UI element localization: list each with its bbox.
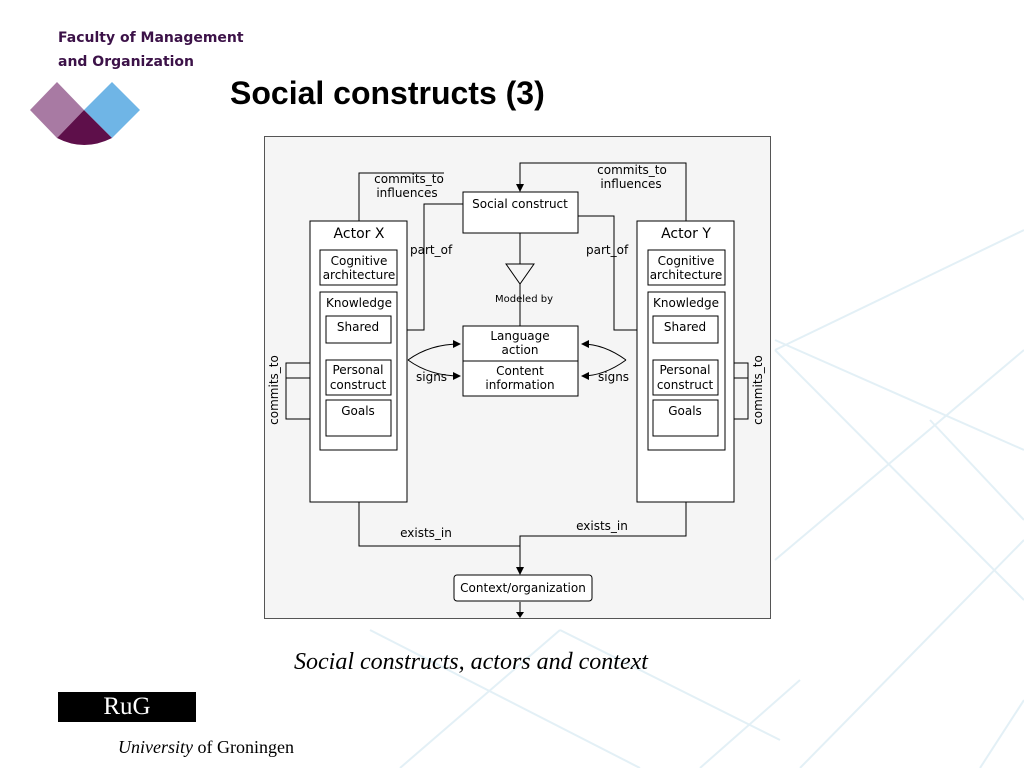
commits-to-left-label: commits_to — [374, 172, 444, 186]
logo-center-triangle — [57, 110, 112, 138]
rug-logo-text: RuG — [103, 693, 151, 720]
signs-right-lower-curve — [581, 359, 627, 380]
actor-x-shared-box — [325, 315, 392, 344]
signs-right-label: signs — [598, 370, 629, 384]
social-construct-label: Social construct — [472, 197, 568, 211]
content-information-box — [462, 360, 579, 397]
influences-left-label: influences — [376, 186, 437, 200]
actor-x-personal-box — [325, 359, 392, 396]
actor-y-architecture-label: architecture — [650, 268, 723, 282]
commits-to-vertical-left-label: commits_to — [267, 355, 281, 425]
actor-y-personal-box — [652, 359, 719, 396]
actor-y-construct-label: construct — [657, 378, 714, 392]
modeled-by-label: Modeled by — [495, 294, 553, 305]
actor-x-label: Actor X — [334, 226, 385, 242]
exists-in-left-line — [358, 502, 520, 547]
commits-to-vertical-right-label: commits_to — [751, 355, 765, 425]
exists-in-right-line — [516, 502, 687, 575]
actor-x-shared-label: Shared — [337, 320, 379, 334]
figure-caption: Social constructs, actors and context — [294, 649, 648, 675]
actor-y-shared-box — [652, 315, 719, 344]
part-of-right-label: part_of — [586, 243, 629, 257]
faculty-logo — [30, 82, 140, 145]
part-of-left-label: part_of — [410, 243, 453, 257]
actor-y-knowledge-label: Knowledge — [653, 296, 719, 310]
university-word: University — [118, 737, 193, 757]
action-label: action — [502, 343, 539, 357]
actor-x-goals-box — [325, 399, 392, 437]
information-label: information — [485, 378, 554, 392]
actor-x-cognitive-box — [319, 249, 398, 286]
actor-x-personal-label: Personal — [332, 363, 383, 377]
logo-bottom-arc — [57, 138, 112, 145]
university-name: University of Groningen — [118, 737, 294, 758]
commits-to-left-lower-loop — [285, 362, 327, 423]
actor-y-cognitive-box — [647, 249, 726, 286]
faculty-line-2: and Organization — [58, 54, 195, 70]
exists-in-left-label: exists_in — [400, 526, 452, 540]
modeled-by-triangle — [505, 263, 535, 285]
language-action-box — [462, 325, 579, 362]
actor-y-goals-label: Goals — [668, 404, 702, 418]
social-construct-box — [462, 191, 579, 234]
university-rest: of Groningen — [192, 737, 294, 757]
context-organization-box — [453, 574, 593, 602]
part-of-right-arrow — [578, 215, 650, 334]
commits-to-influences-right-line — [516, 162, 687, 221]
rug-logo: RuG — [58, 692, 196, 722]
commits-to-influences-left-line — [358, 172, 444, 221]
faculty-line-1: Faculty of Management — [58, 30, 244, 46]
actor-x-goals-label: Goals — [341, 404, 375, 418]
actor-y-label: Actor Y — [661, 226, 711, 242]
signs-right-upper-curve — [581, 340, 627, 361]
actor-y-shared-label: Shared — [664, 320, 706, 334]
commits-to-right-label: commits_to — [597, 163, 667, 177]
page-title: Social constructs (3) — [230, 75, 545, 111]
signs-left-lower-curve — [407, 359, 461, 380]
signs-left-upper-curve — [407, 340, 461, 361]
actor-y-goals-box — [652, 399, 719, 437]
context-organization-label: Context/organization — [460, 581, 586, 595]
social-constructs-diagram: Social construct Actor X Cognitive archi… — [264, 136, 771, 619]
actor-y-personal-label: Personal — [659, 363, 710, 377]
language-label: Language — [490, 329, 549, 343]
actor-x-construct-label: construct — [330, 378, 387, 392]
faculty-name: Faculty of Management and Organization — [58, 26, 244, 74]
context-bottom-arrowhead — [516, 612, 524, 618]
actor-x-cognitive-label: Cognitive — [331, 254, 388, 268]
content-label: Content — [496, 364, 544, 378]
signs-left-label: signs — [416, 370, 447, 384]
actor-x-architecture-label: architecture — [323, 268, 396, 282]
actor-x-knowledge-label: Knowledge — [326, 296, 392, 310]
exists-in-right-label: exists_in — [576, 519, 628, 533]
influences-right-label: influences — [600, 177, 661, 191]
actor-y-cognitive-label: Cognitive — [658, 254, 715, 268]
